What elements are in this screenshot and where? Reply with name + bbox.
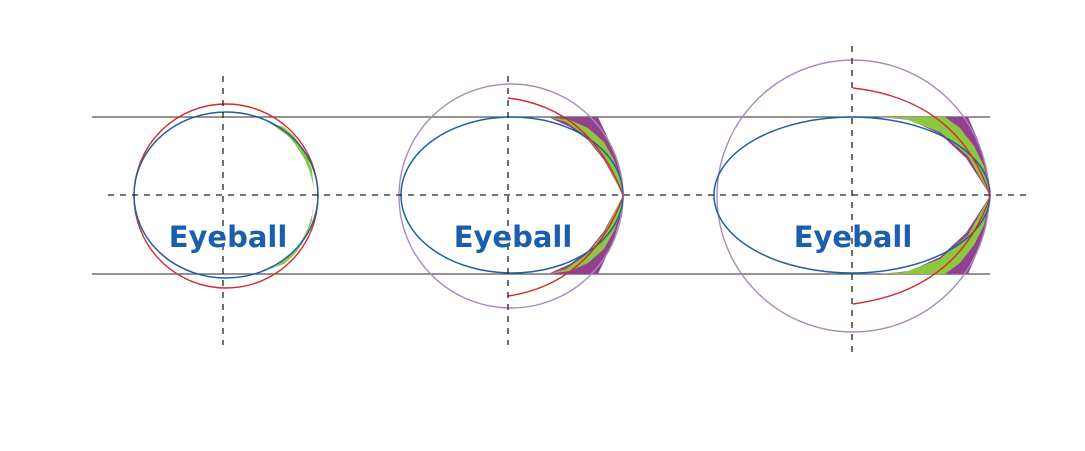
eyeball-3-green-region-lower <box>880 196 990 274</box>
eyeball-2-green-region-upper <box>548 117 623 195</box>
eyeball-2-group: Eyeball <box>398 76 624 345</box>
eyeball-3-red-curve-lower <box>852 196 991 305</box>
eyeball-1-label: Eyeball <box>169 220 288 254</box>
eyeball-2-red-curve-upper <box>507 97 624 196</box>
eyeball-3-label: Eyeball <box>794 220 913 254</box>
eyeball-2-label: Eyeball <box>454 220 573 254</box>
eyeball-2-red-curve-lower <box>507 196 624 297</box>
eyeball-3-group: Eyeball <box>713 46 991 352</box>
eyeball-1-green-region-lower <box>267 200 314 270</box>
eyeball-3-green-region-upper <box>880 117 990 195</box>
eyeball-2-purple-region-upper <box>548 117 623 195</box>
eyeball-2-purple-region-lower <box>548 196 623 274</box>
eyeball-3-red-curve-upper <box>852 87 991 196</box>
eyeball-1-group: Eyeball <box>133 76 319 345</box>
eyeball-1-red-circle <box>133 103 319 289</box>
eyeball-3-outer-circle <box>716 59 990 333</box>
